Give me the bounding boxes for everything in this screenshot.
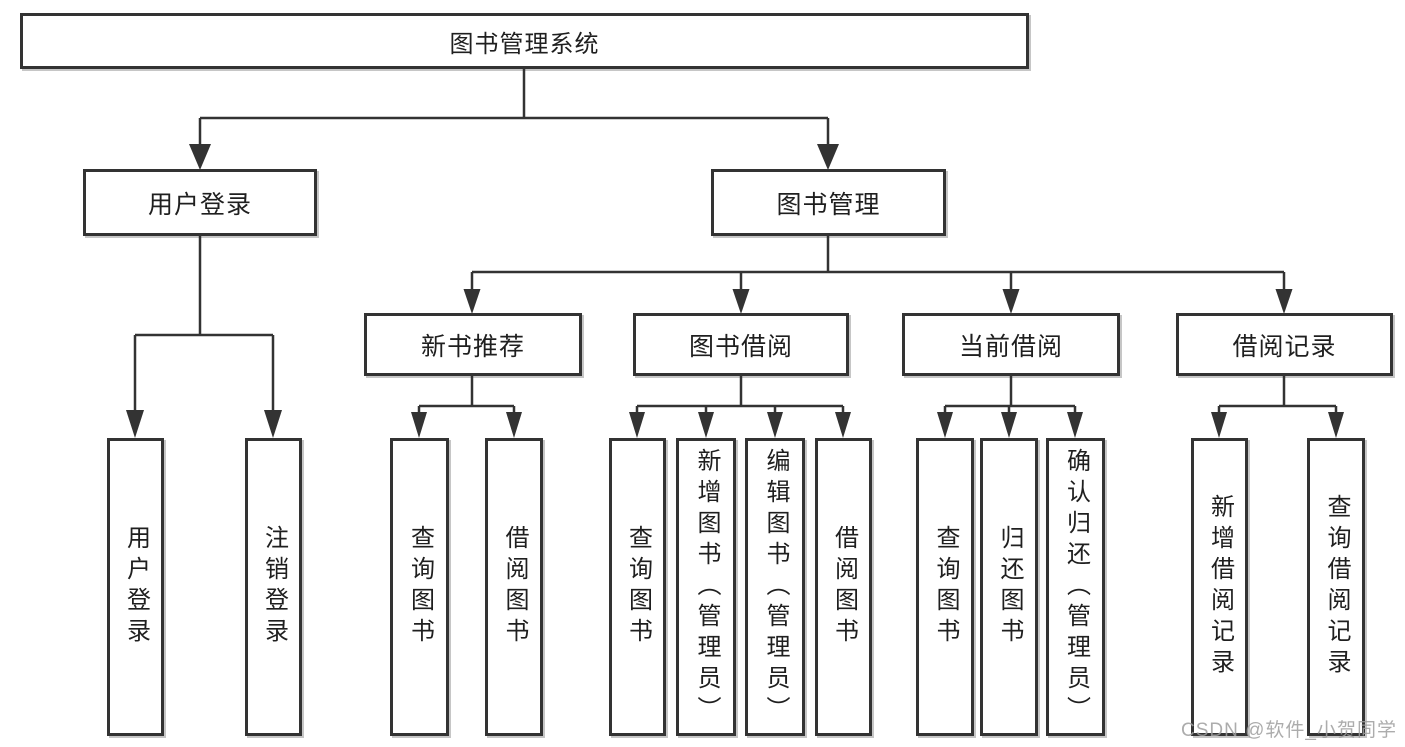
node-borrow-records: 借阅记录 — [1176, 313, 1393, 376]
leaf-label: 查询图书 — [406, 525, 434, 649]
leaf-return-books: 归还图书 — [980, 438, 1038, 736]
leaf-query-borrow-record: 查询借阅记录 — [1307, 438, 1365, 736]
leaf-label: 确认归还（管理员） — [1062, 447, 1090, 727]
arrowhead — [1211, 412, 1227, 438]
arrowhead — [835, 412, 851, 438]
leaf-label: 新增借阅记录 — [1206, 494, 1234, 680]
leaf-borrow-query-books: 查询图书 — [609, 438, 666, 736]
leaf-label: 编辑图书（管理员） — [762, 447, 789, 727]
edge-book-mgmt-to-groups — [470, 236, 1286, 295]
leaf-label: 查询图书 — [624, 525, 652, 649]
arrowhead — [767, 412, 783, 438]
arrowhead — [1275, 289, 1293, 314]
arrowhead — [1001, 412, 1017, 438]
csdn-watermark: CSDN @软件_小贺同学 — [1181, 720, 1397, 741]
arrowhead — [411, 412, 427, 438]
leaf-current-query-books: 查询图书 — [916, 438, 974, 736]
node-new-book-recommend-label: 新书推荐 — [420, 332, 525, 361]
edge-recommend-to-leaves — [417, 376, 516, 420]
leaf-logout: 注销登录 — [245, 438, 302, 736]
node-new-book-recommend: 新书推荐 — [364, 313, 582, 376]
arrowhead — [937, 412, 953, 438]
node-book-management: 图书管理 — [711, 169, 946, 236]
node-book-borrow: 图书借阅 — [633, 313, 849, 376]
arrowhead — [732, 289, 750, 314]
leaf-label: 新增图书（管理员） — [693, 447, 720, 727]
leaf-edit-books-admin: 编辑图书（管理员） — [745, 438, 805, 736]
leaf-label: 查询借阅记录 — [1323, 494, 1350, 680]
node-current-borrow-label: 当前借阅 — [958, 332, 1063, 361]
arrowhead — [1067, 412, 1083, 438]
leaf-label: 借阅图书 — [830, 525, 858, 649]
leaf-borrow-books: 借阅图书 — [815, 438, 872, 736]
leaf-label: 查询图书 — [932, 525, 959, 649]
leaf-label: 归还图书 — [996, 525, 1023, 649]
arrowhead — [698, 412, 714, 438]
arrowhead — [189, 144, 211, 170]
leaf-recommend-borrow-books: 借阅图书 — [485, 438, 543, 736]
leaf-logout-label: 注销登录 — [260, 525, 288, 649]
edge-root-to-branches — [198, 69, 830, 150]
arrowhead — [506, 412, 522, 438]
node-root: 图书管理系统 — [20, 13, 1029, 69]
node-book-management-label: 图书管理 — [776, 190, 881, 219]
node-borrow-records-label: 借阅记录 — [1232, 332, 1337, 361]
arrowhead — [463, 289, 481, 314]
leaf-confirm-return-admin: 确认归还（管理员） — [1046, 438, 1105, 736]
edge-user-login-to-leaves — [133, 236, 275, 420]
node-user-login-label: 用户登录 — [147, 190, 252, 219]
node-book-borrow-label: 图书借阅 — [688, 332, 793, 361]
node-root-label: 图书管理系统 — [449, 30, 600, 58]
leaf-add-borrow-record: 新增借阅记录 — [1191, 438, 1248, 736]
arrowheads — [126, 144, 1344, 438]
arrowhead — [1328, 412, 1344, 438]
leaf-add-books-admin: 新增图书（管理员） — [676, 438, 736, 736]
leaf-user-login: 用户登录 — [107, 438, 164, 736]
leaf-user-login-label: 用户登录 — [122, 525, 150, 649]
edge-borrow-to-leaves — [635, 376, 845, 420]
edge-records-to-leaves — [1217, 376, 1338, 420]
leaf-recommend-query-books: 查询图书 — [390, 438, 449, 736]
arrowhead — [817, 144, 839, 170]
leaf-label: 借阅图书 — [501, 525, 528, 649]
arrowhead — [629, 412, 645, 438]
node-current-borrow: 当前借阅 — [902, 313, 1120, 376]
arrowhead — [264, 410, 282, 438]
arrowhead — [126, 410, 144, 438]
arrowhead — [1002, 289, 1020, 314]
node-user-login: 用户登录 — [83, 169, 317, 236]
